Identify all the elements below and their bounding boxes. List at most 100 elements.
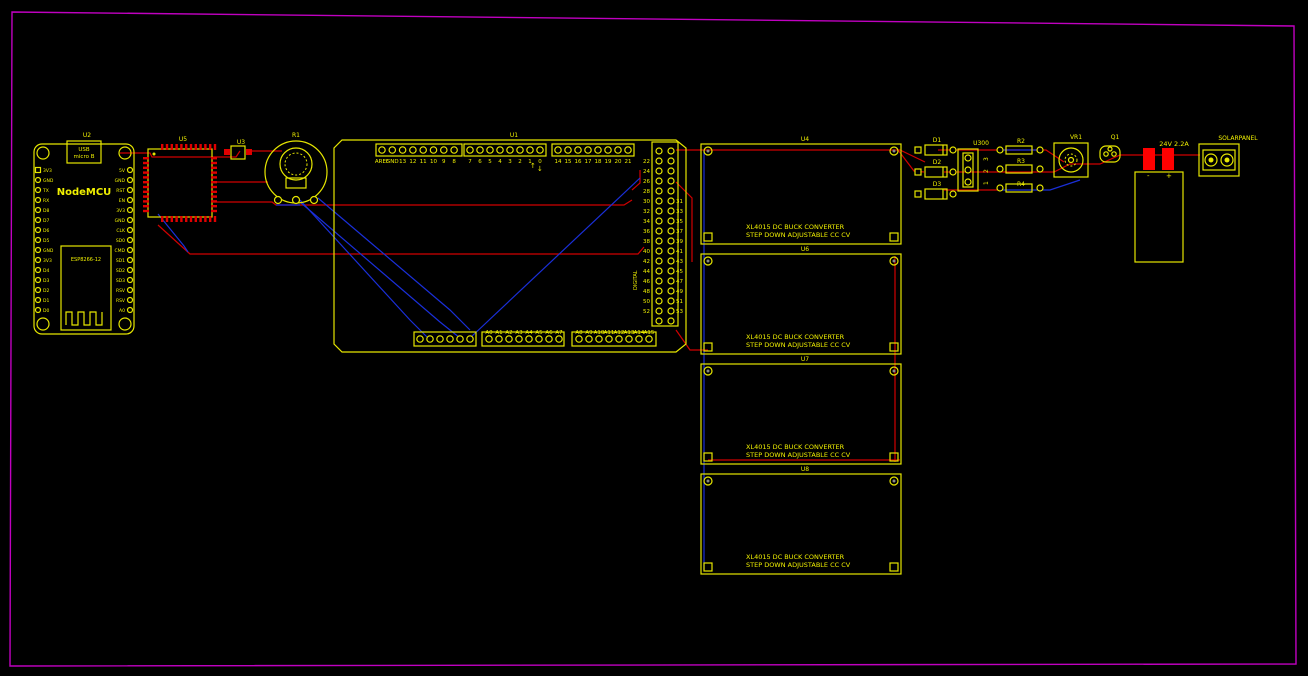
resistor-pad	[996, 146, 1004, 154]
arduino-digital-pin	[655, 187, 663, 195]
resistor-ref: R2	[1017, 138, 1025, 145]
nodemcu-right-pin-label: SD3	[116, 278, 125, 284]
arduino-analog-pin-label: A12	[614, 330, 625, 336]
arduino-analog-pin	[645, 335, 653, 343]
arduino-digital-pin	[667, 157, 675, 165]
nodemcu-left-pin-label: TX	[42, 188, 49, 194]
u5-pad	[211, 185, 217, 189]
antenna-icon	[65, 311, 103, 326]
arduino-digital-pin-label: 31	[676, 199, 683, 205]
arduino-top-pin	[439, 146, 448, 154]
resistor-pad	[996, 165, 1004, 173]
nodemcu-right-pin	[126, 196, 134, 204]
diode-pad	[949, 168, 957, 176]
arduino-analog-pin-label: A3	[515, 330, 523, 336]
diode-ref: D1	[933, 137, 942, 144]
nodemcu-left-pin	[34, 276, 42, 284]
arduino-digital-pin	[667, 197, 675, 205]
u5-pad	[175, 216, 178, 222]
r1-ref: R1	[292, 132, 300, 139]
resistor-pad	[1036, 146, 1044, 154]
arduino-digital-pin-label: 37	[676, 229, 683, 235]
r1-potentiometer: R1	[264, 132, 328, 205]
arduino-digital-pin-label: 46	[643, 279, 650, 285]
arduino-top-pin	[476, 146, 484, 154]
u5-pad	[194, 144, 197, 150]
arduino-top-pin-label: 16	[575, 159, 582, 165]
nodemcu-right-pin-label: GND	[115, 178, 126, 184]
arduino-digital-pin	[655, 167, 663, 175]
converter-line2: STEP DOWN ADJUSTABLE CC CV	[746, 561, 851, 569]
u5-pad	[143, 181, 149, 184]
diode-pad	[949, 146, 957, 154]
arduino-analog-pin	[635, 335, 643, 343]
nodemcu-right-pin	[126, 296, 134, 304]
nodemcu-left-pin-label: D4	[43, 268, 49, 274]
arduino-digital-pin	[655, 237, 663, 245]
arduino-digital-pin-label: 45	[676, 269, 683, 275]
nodemcu-left-pin-label: D1	[43, 298, 49, 304]
arduino-top-pin-label: 2	[518, 159, 522, 165]
arduino-power-pin	[426, 335, 434, 343]
nodemcu-left-pin	[34, 296, 42, 304]
nodemcu-right-pin	[126, 166, 134, 174]
battery-plus: +	[1166, 172, 1172, 180]
arduino-analog-pin	[535, 335, 543, 343]
arduino-top-pin-label: 15	[565, 159, 572, 165]
arduino-digital-pin	[667, 177, 675, 185]
arduino-top-pin-label: 3	[508, 159, 512, 165]
arduino-analog-pin-label: A13	[624, 330, 635, 336]
nodemcu-right-pin-label: SD1	[116, 258, 125, 264]
u5-pad	[211, 190, 217, 193]
converter-ref: U6	[801, 246, 809, 253]
nodemcu-left-pin	[34, 186, 42, 194]
nodemcu-right-pin-label: 3V3	[116, 208, 125, 214]
arduino-power-pin	[416, 335, 424, 343]
u5-pad	[175, 144, 178, 150]
nodemcu-left-pin	[34, 306, 42, 314]
arduino-digital-pin	[667, 227, 675, 235]
arduino-digital-pin-label: 47	[676, 279, 683, 285]
arduino-analog-pin-label: A10	[594, 330, 605, 336]
arduino-top-pin-label: 12	[409, 159, 416, 165]
arduino-top-pin	[604, 146, 612, 154]
u300-ref: U300	[973, 140, 989, 147]
u5-pad	[209, 144, 212, 150]
u5-pad	[165, 216, 169, 222]
nodemcu-left-pin	[34, 246, 42, 254]
u5-pad	[211, 205, 217, 208]
nodemcu-ref: U2	[83, 132, 91, 139]
arduino-top-pin	[429, 146, 438, 154]
nodemcu-left-pin	[34, 286, 42, 294]
u5-pad	[143, 190, 149, 193]
arduino-digital-pin	[667, 237, 675, 245]
nodemcu-right-pin-label: SD0	[116, 238, 125, 244]
arrow-up-icon: ↑	[530, 162, 536, 170]
arduino-digital-pin	[667, 287, 675, 295]
u5-pad	[143, 161, 149, 165]
u300-connector: U300 3 2 1	[957, 140, 990, 192]
arduino-top-pin-label: 13	[399, 159, 406, 165]
u5-pads	[143, 144, 217, 222]
arduino-digital-header: 2224262830323436384042444648505231333537…	[643, 147, 683, 325]
u5-pad	[211, 200, 217, 203]
u5-pad	[143, 195, 149, 198]
nodemcu-right-pin	[126, 226, 134, 234]
nodemcu-left-pin-label: 3V3	[43, 258, 52, 264]
nodemcu-right-pin	[126, 236, 134, 244]
nodemcu-right-pin-label: CMD	[115, 248, 126, 254]
arduino-digital-pin	[667, 247, 675, 255]
arduino-analog-pin-label: A15	[644, 330, 655, 336]
arduino-top-pin-label: 9	[442, 159, 446, 165]
nodemcu-right-pin	[126, 266, 134, 274]
arduino-digital-pin-label: 24	[643, 169, 650, 175]
vr1-ref: VR1	[1070, 134, 1082, 141]
u5-pad	[211, 209, 217, 213]
diode-pad	[914, 190, 922, 198]
arduino-analog-pin	[505, 335, 513, 343]
u5-pad	[189, 144, 193, 150]
